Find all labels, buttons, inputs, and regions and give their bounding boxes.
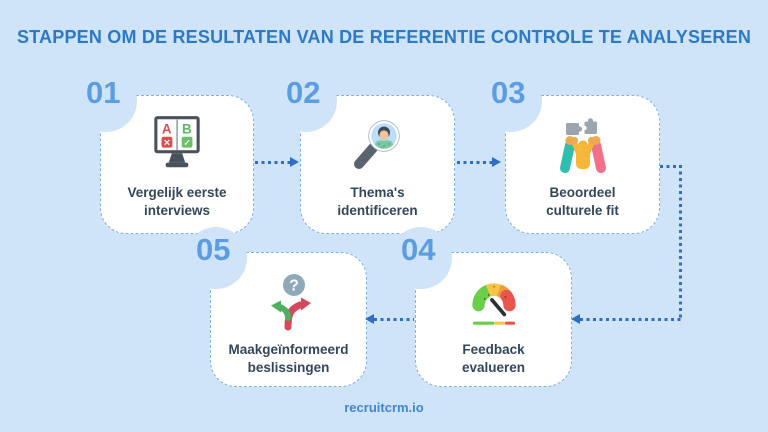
- svg-text:A: A: [162, 122, 172, 137]
- teamwork-puzzle-icon: [551, 108, 615, 180]
- connector-step3-down-vertical: [679, 165, 682, 320]
- step-card-1: 01 A ✕ B ✓ Vergelijk eerste interviews: [75, 70, 254, 234]
- step-number: 01: [86, 75, 121, 110]
- page-title: STAPPEN OM DE RESULTATEN VAN DE REFERENT…: [16, 27, 752, 47]
- step-label: Maakgeïnformeerd beslissingen: [228, 342, 349, 376]
- step-label: Beoordeel culturele fit: [546, 185, 619, 219]
- step-card-3: 03: [480, 70, 660, 234]
- svg-text:✓: ✓: [184, 139, 191, 148]
- step-label: Feedback evalueren: [461, 342, 526, 376]
- step-number-notch: [185, 227, 247, 289]
- brand-footer: recruitcrm.io: [344, 400, 424, 415]
- connector-step2-step3: [457, 161, 495, 164]
- feedback-gauge-icon: [461, 265, 527, 337]
- step-label: Thema's identificeren: [337, 185, 418, 219]
- step-number-notch: [75, 70, 137, 132]
- svg-text:✕: ✕: [163, 139, 170, 148]
- ab-comparison-monitor-icon: A ✕ B ✓: [144, 108, 210, 180]
- arrowhead-right-icon: [290, 157, 299, 167]
- step-card-2: 02: [275, 70, 455, 234]
- connector-step4-step5: [374, 318, 414, 321]
- arrowhead-right-icon: [492, 157, 501, 167]
- arrowhead-left-icon: [571, 314, 580, 324]
- connector-step3-step4: [580, 318, 682, 321]
- step-label: Vergelijk eerste interviews: [127, 185, 227, 219]
- step-number: 05: [196, 232, 231, 267]
- arrowhead-left-icon: [365, 314, 374, 324]
- step-card-5: 05 ? Maakgeïnformeerd beslissingen: [185, 227, 367, 387]
- step-number: 02: [286, 75, 321, 110]
- step-number: 04: [401, 232, 436, 267]
- svg-text:B: B: [182, 122, 192, 137]
- step-number-notch: [390, 227, 452, 289]
- step-card-4: 04 Feedback evalueren: [390, 227, 572, 387]
- svg-text:?: ?: [289, 278, 299, 295]
- magnifier-person-icon: [346, 108, 410, 180]
- decision-arrows-icon: ?: [257, 265, 321, 337]
- step-number: 03: [491, 75, 526, 110]
- step-number-notch: [275, 70, 337, 132]
- connector-step1-step2: [255, 161, 293, 164]
- step-number-notch: [480, 70, 542, 132]
- connector-step3-down-top: [660, 165, 682, 168]
